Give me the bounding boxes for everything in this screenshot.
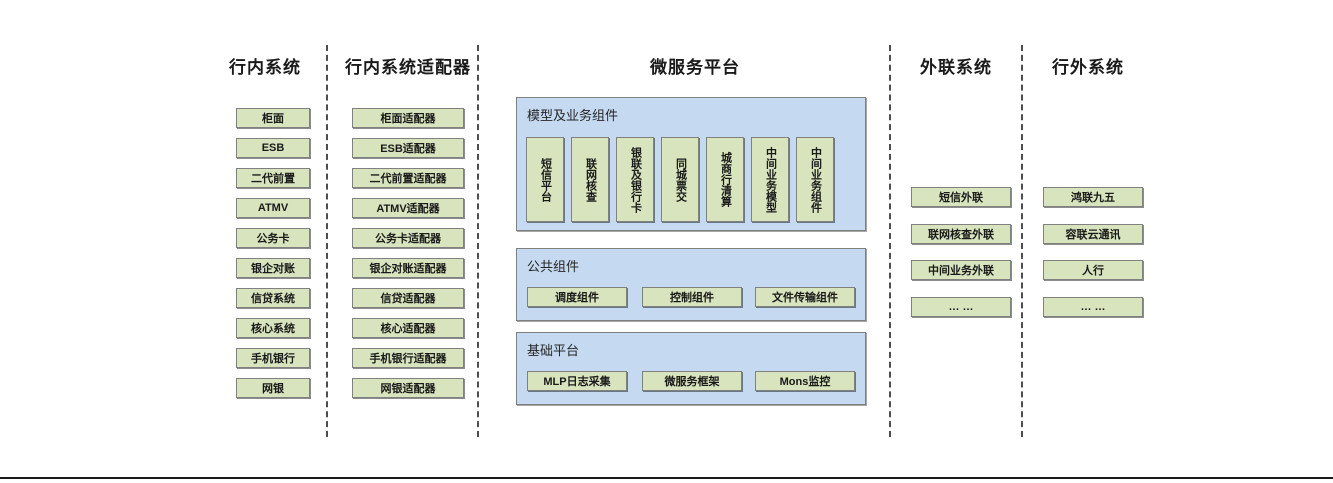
list-item[interactable]: 核心适配器 [352,318,464,338]
list-item[interactable]: 信贷适配器 [352,288,464,308]
list-item[interactable]: 柜面适配器 [352,108,464,128]
column-heading-intra-bank-adapters: 行内系统适配器 [345,58,471,77]
list-item[interactable]: 调度组件 [527,287,627,307]
list-item[interactable]: 联网核查外联 [911,224,1011,244]
group-panel-base-platform [516,332,866,405]
list-item[interactable]: 人行 [1043,260,1143,280]
list-item[interactable]: 网银 [236,378,310,398]
group-panel-public-components [516,248,866,321]
list-item[interactable]: 文件传输组件 [755,287,855,307]
list-item[interactable]: ESB适配器 [352,138,464,158]
list-item[interactable]: 中间业务模型 [751,137,789,222]
list-item[interactable]: 联网核查 [571,137,609,222]
list-item[interactable]: 中间业务外联 [911,260,1011,280]
list-item[interactable]: ATMV适配器 [352,198,464,218]
group-title-model-business-components: 模型及业务组件 [527,108,619,123]
column-heading-off-bank-systems: 行外系统 [1052,58,1124,77]
bottom-divider [0,477,1333,479]
list-item[interactable]: ESB [236,138,310,158]
list-item[interactable]: 银企对账适配器 [352,258,464,278]
list-item[interactable]: 短信外联 [911,187,1011,207]
list-item[interactable]: 鸿联九五 [1043,187,1143,207]
column-heading-external-link-systems: 外联系统 [920,58,992,77]
list-item[interactable]: ATMV [236,198,310,218]
list-item[interactable]: Mons监控 [755,371,855,391]
list-item[interactable]: 柜面 [236,108,310,128]
column-separator-4 [1021,45,1023,437]
column-heading-intra-bank-systems: 行内系统 [229,58,301,77]
list-item[interactable]: 公务卡适配器 [352,228,464,248]
list-item[interactable]: 二代前置 [236,168,310,188]
list-item[interactable]: 容联云通讯 [1043,224,1143,244]
list-item[interactable]: … … [911,297,1011,317]
list-item[interactable]: 银联及银行卡 [616,137,654,222]
list-item[interactable]: 控制组件 [642,287,742,307]
column-separator-2 [477,45,479,437]
list-item[interactable]: 中间业务组件 [796,137,834,222]
list-item[interactable]: … … [1043,297,1143,317]
list-item[interactable]: 手机银行 [236,348,310,368]
list-item[interactable]: 微服务框架 [642,371,742,391]
list-item[interactable]: 手机银行适配器 [352,348,464,368]
list-item[interactable]: 银企对账 [236,258,310,278]
list-item[interactable]: 二代前置适配器 [352,168,464,188]
list-item[interactable]: 城商行清算 [706,137,744,222]
column-heading-microservice-platform: 微服务平台 [650,58,740,77]
group-title-base-platform: 基础平台 [527,343,580,358]
list-item[interactable]: 短信平台 [526,137,564,222]
list-item[interactable]: MLP日志采集 [527,371,627,391]
list-item[interactable]: 同城票交 [661,137,699,222]
group-title-public-components: 公共组件 [527,259,580,274]
list-item[interactable]: 公务卡 [236,228,310,248]
column-separator-3 [889,45,891,437]
list-item[interactable]: 核心系统 [236,318,310,338]
list-item[interactable]: 信贷系统 [236,288,310,308]
column-separator-1 [326,45,328,437]
list-item[interactable]: 网银适配器 [352,378,464,398]
